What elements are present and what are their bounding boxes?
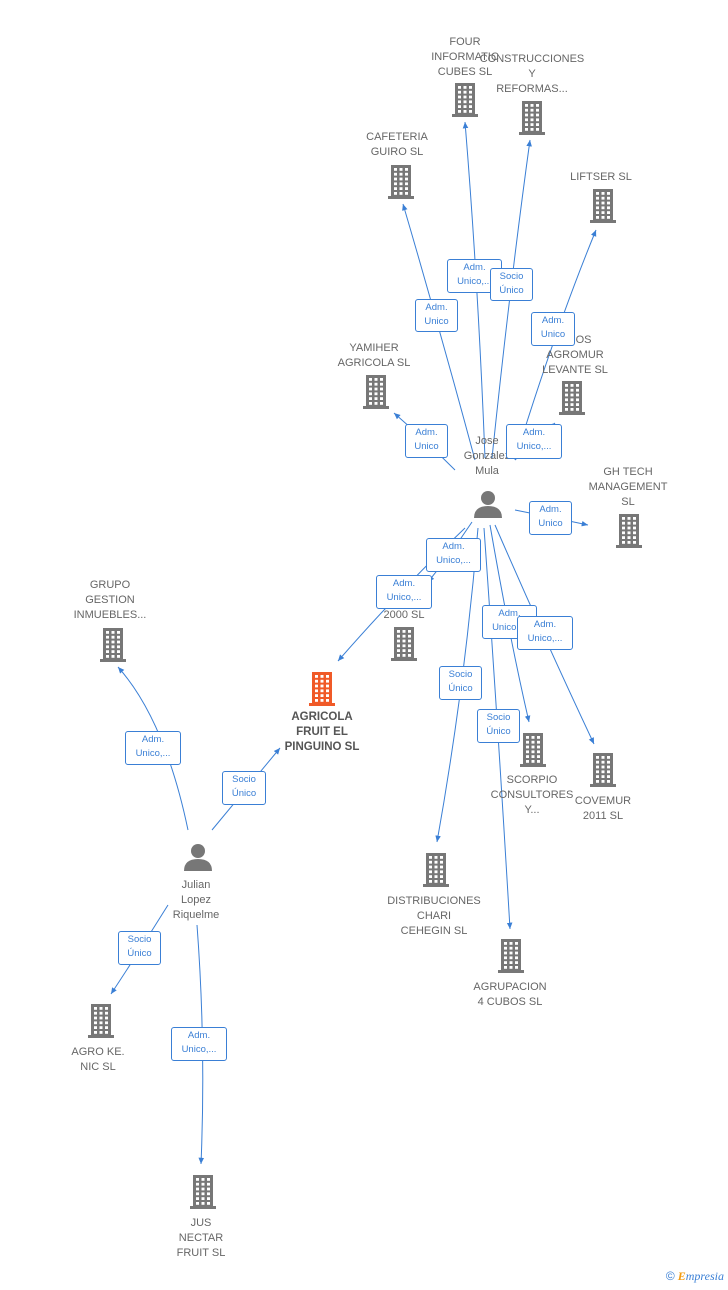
- building-icon-construcciones[interactable]: [519, 101, 545, 135]
- node-label-grupo[interactable]: GRUPO GESTION INMUEBLES...: [73, 579, 147, 621]
- node-label-liftser[interactable]: LIFTSER SL: [570, 171, 632, 183]
- building-icon-g2000[interactable]: [391, 627, 417, 661]
- node-label-agricola[interactable]: AGRICOLA FRUIT EL PINGUINO SL: [284, 711, 360, 753]
- building-icon-agricola[interactable]: [309, 672, 335, 706]
- building-icon-agroke[interactable]: [88, 1004, 114, 1038]
- edge-label-jose-to-distribuciones[interactable]: Socio Único: [439, 666, 482, 700]
- edge-label-jose-to-liftser[interactable]: Adm. Unico: [531, 312, 575, 346]
- edge-label-jose-to-g2000[interactable]: Adm. Unico,...: [426, 538, 481, 572]
- node-label-yamiher[interactable]: YAMIHER AGRICOLA SL: [337, 342, 411, 369]
- edge-label-julian-to-agricola[interactable]: Socio Único: [222, 771, 266, 805]
- copyright-icon: ©: [665, 1269, 675, 1283]
- edge-label-jose-to-agricola[interactable]: Adm. Unico,...: [376, 575, 432, 609]
- edge-label-jose-to-covemur[interactable]: Adm. Unico,...: [517, 616, 573, 650]
- edge-label-julian-to-grupo[interactable]: Adm. Unico,...: [125, 731, 181, 765]
- node-label-ghtech[interactable]: GH TECH MANAGEMENT SL: [588, 466, 668, 508]
- building-icon-agrupacion[interactable]: [498, 939, 524, 973]
- edge-label-jose-to-agrupacion[interactable]: Socio Único: [477, 709, 520, 743]
- building-icon-grupo[interactable]: [100, 628, 126, 662]
- person-icon-julian[interactable]: [184, 844, 212, 871]
- building-icon-four[interactable]: [452, 83, 478, 117]
- node-label-julian[interactable]: Julian Lopez Riquelme: [172, 879, 220, 921]
- edge-label-jose-to-cafeteria[interactable]: Adm. Unico: [415, 299, 458, 332]
- building-icon-distribuciones[interactable]: [423, 853, 449, 887]
- node-label-construcciones[interactable]: CONSTRUCCIONES Y REFORMAS...: [479, 53, 585, 95]
- node-label-distribuciones[interactable]: DISTRIBUCIONES CHARI CEHEGIN SL: [387, 895, 481, 937]
- edge-label-julian-to-jus[interactable]: Adm. Unico,...: [171, 1027, 227, 1061]
- node-label-agrupacion[interactable]: AGRUPACION 4 CUBOS SL: [473, 981, 547, 1008]
- building-icon-scorpio[interactable]: [520, 733, 546, 767]
- building-icon-agromur[interactable]: [559, 381, 585, 415]
- building-icon-cafeteria[interactable]: [388, 165, 414, 199]
- building-icon-liftser[interactable]: [590, 189, 616, 223]
- person-icon-jose[interactable]: [474, 491, 502, 518]
- edge-label-jose-to-agromur[interactable]: Adm. Unico,...: [506, 424, 562, 459]
- node-label-cafeteria[interactable]: CAFETERIA GUIRO SL: [366, 131, 428, 158]
- edge-jose-to-cafeteria: [402, 203, 476, 461]
- node-label-jose[interactable]: Jose Gonzalez Mula: [463, 435, 511, 477]
- building-icon-jus[interactable]: [190, 1175, 216, 1209]
- edge-label-jose-to-ghtech[interactable]: Adm. Unico: [529, 501, 572, 535]
- building-icon-ghtech[interactable]: [616, 514, 642, 548]
- node-label-jus[interactable]: JUS NECTAR FRUIT SL: [176, 1217, 226, 1259]
- edge-label-jose-to-yamiher[interactable]: Adm. Unico: [405, 424, 448, 458]
- node-label-agromur[interactable]: ...COS AGROMUR LEVANTE SL: [542, 334, 608, 376]
- empresia-logo[interactable]: ©Empresia: [665, 1269, 724, 1283]
- node-label-scorpio[interactable]: SCORPIO CONSULTORES Y...: [490, 774, 574, 816]
- node-label-four[interactable]: FOUR INFORMATIC CUBES SL: [431, 36, 499, 78]
- node-label-covemur[interactable]: COVEMUR 2011 SL: [574, 795, 632, 822]
- building-icon-yamiher[interactable]: [363, 375, 389, 409]
- building-icon-covemur[interactable]: [590, 753, 616, 787]
- edge-label-julian-to-agroke[interactable]: Socio Único: [118, 931, 161, 965]
- edge-label-jose-to-construcciones[interactable]: Socio Único: [490, 268, 533, 301]
- node-label-agroke[interactable]: AGRO KE. NIC SL: [71, 1046, 125, 1073]
